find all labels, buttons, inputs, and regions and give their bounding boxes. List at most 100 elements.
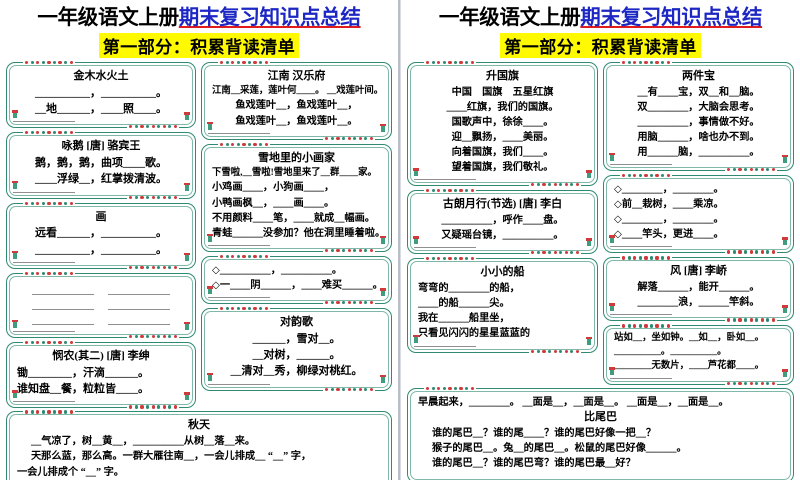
card-line: 不用颜料____笔，____就成__幅画。: [212, 212, 375, 224]
card-blank-practice[interactable]: [6, 271, 196, 339]
card-xuedilide-xiaohuajia[interactable]: 雪地里的小画家 下雪啦,__雪啦!雪地里来了__群____家。 小鸡画____，…: [201, 142, 392, 253]
card-line: ◇前__栽树，____乘凉。: [614, 199, 724, 211]
dot-decor-top-left: [218, 254, 270, 259]
card-shengguoqi[interactable]: 升国旗 中国 国旗 五星红旗 ____红旗，我们的国旗。 国歌声中，徐徐____…: [407, 60, 598, 188]
card-line: 双________，大脑会思考。: [637, 101, 760, 113]
gift-icon: [184, 321, 190, 332]
dot-decor-top-left: [424, 257, 476, 262]
card-jiangnan[interactable]: 江南 汉乐府 江南__采莲，莲叶何____。 __戏莲叶间。 鱼戏莲叶__，鱼戏…: [201, 60, 392, 141]
dot-decor-top-left: [620, 60, 672, 65]
gift-icon: [207, 286, 270, 298]
blank-line[interactable]: [32, 315, 94, 325]
card-zhanru-practice[interactable]: 站如__，坐如钟。__如__，卧如__。 __________。________…: [603, 324, 794, 387]
card-line: 迎__飘扬，____美丽。: [451, 131, 554, 143]
card-biweiba[interactable]: 早晨起来，________。 __面是__，__面是__。 __面是__，__面…: [407, 387, 794, 480]
card-line: ____浮绿__，红掌拨清波。: [35, 173, 167, 186]
right-page-columns: 升国旗 中国 国旗 五星红旗 ____红旗，我们的国旗。 国歌声中，徐徐____…: [407, 60, 794, 387]
blank-line[interactable]: [108, 315, 170, 325]
card-title: 雪地里的小画家: [258, 151, 335, 164]
card-line: ◇__________，__________。: [212, 264, 343, 276]
gift-icon: [380, 235, 386, 246]
dot-decor-bottom-right: [127, 405, 179, 410]
gift-icon: [782, 369, 788, 379]
card-duiyunge[interactable]: 对韵歌 ______，雪对__。 __对树，______。 __清对__秀，柳绿…: [201, 307, 392, 392]
dot-decor-top-left: [620, 324, 672, 329]
blank-line[interactable]: [108, 285, 170, 295]
gift-icon: [782, 305, 788, 315]
gift-icon: [413, 168, 476, 181]
dot-decor-top-left: [424, 189, 476, 194]
dot-decor-top-left: [424, 387, 476, 392]
blank-line-row[interactable]: [17, 297, 185, 312]
card-title: 风 [唐] 李峤: [670, 265, 727, 278]
dot-decor-top-left: [23, 131, 75, 136]
dot-decor-top-left: [23, 60, 75, 65]
card-yonge[interactable]: 咏鹅 [唐] 骆宾王 鹅，鹅，鹅，曲项____歌。 ____浮绿__，红掌拨清波…: [6, 131, 196, 200]
card-line: 鱼戏莲叶__，鱼戏莲叶__，: [235, 100, 358, 112]
card-title: 比尾巴: [584, 411, 617, 424]
card-line: ____的船______尖。: [418, 298, 510, 310]
dot-decor-bottom-right: [323, 136, 375, 141]
dot-decor-bottom-right: [529, 251, 581, 256]
card-line: 远看______，__________。: [35, 227, 167, 240]
card-qiutian[interactable]: 秋天 __气凉了，树__黄__，__________从树__落__来。 天那么蓝…: [6, 410, 392, 480]
card-line: 下雪啦,__雪啦!雪地里来了__群____家。: [212, 167, 377, 178]
card-diamond-practice-2[interactable]: ◇________，________。 ◇前__栽树，____乘凉。 ◇____…: [603, 173, 794, 255]
page-title-right: 一年级语文上册期末复习知识点总结: [407, 7, 794, 31]
card-title: 小小的船: [480, 266, 525, 279]
card-title: 金木水火土: [73, 69, 129, 82]
card-gulangyuexing[interactable]: 古朗月行(节选) [唐] 李白 __________，呼作____盘。 又疑瑶台…: [407, 189, 598, 256]
dot-decor-top-left: [620, 173, 672, 178]
card-line: 望着国旗，我们敬礼。: [451, 161, 554, 173]
card-line: __气凉了，树__黄__，__________从树__落__来。: [31, 436, 256, 448]
dot-decor-bottom-right: [127, 334, 179, 339]
gift-icon: [12, 390, 75, 403]
card-jinmushuihuotu[interactable]: 金木水火土 __________，__________。 __地______，_…: [6, 60, 196, 130]
gift-icon: [207, 121, 270, 134]
card-line: 谁的尾巴__？谁的尾____？谁的尾巴好像一把__？: [432, 428, 657, 440]
card-line: __对树，______。: [252, 349, 341, 362]
card-diamond-practice[interactable]: ◇__________，__________。 ◇一____阴______，__…: [201, 254, 392, 305]
page-subtitle-right: 第一部分：积累背读清单: [500, 32, 701, 58]
card-title: 升国旗: [486, 69, 519, 82]
gift-icon: [12, 319, 75, 332]
card-line: __有____宝，双__和__脑。: [637, 86, 760, 98]
card-xiaoxiaode-chuan[interactable]: 小小的船 弯弯的________的船， ____的船______尖。 我在___…: [407, 257, 598, 354]
right-col-2: 两件宝 __有____宝，双__和__脑。 双________，大脑会思考。 _…: [603, 60, 794, 387]
gift-icon: [782, 154, 788, 165]
card-line-pre: 早晨起来，________。 __面是__，__面是__。 __面是__，__面…: [418, 397, 729, 409]
blank-line-row[interactable]: [17, 280, 185, 297]
blank-line[interactable]: [32, 285, 94, 295]
card-hua[interactable]: 画 远看______，__________。 __________，______…: [6, 201, 196, 270]
card-minnong[interactable]: 悯农(其二) [唐] 李绅 锄________，汗滴______。 谁知盘__餐…: [6, 340, 196, 410]
card-line: 国歌声中，徐徐____。: [451, 116, 554, 128]
gift-icon: [207, 233, 270, 246]
blank-line-row[interactable]: [17, 312, 185, 327]
gift-icon: [12, 250, 75, 263]
gift-icon: [413, 334, 476, 347]
card-line: 小鸡画____，小狗画____，: [212, 182, 335, 194]
card-liangjianbao[interactable]: 两件宝 __有____宝，双__和__脑。 双________，大脑会思考。 _…: [603, 60, 794, 172]
card-title: 江南 汉乐府: [267, 69, 326, 82]
card-line: 弯弯的________的船，: [418, 283, 520, 295]
card-title: 对韵歌: [280, 316, 313, 328]
blank-line[interactable]: [32, 300, 94, 310]
gift-icon: [609, 152, 672, 165]
card-line: __________，呼作____盘。: [441, 215, 564, 226]
blank-line[interactable]: [108, 300, 170, 310]
card-line: 锄________，汗滴______。: [17, 366, 149, 379]
card-feng[interactable]: 风 [唐] 李峤 解落______，能开______。 ________浪，__…: [603, 256, 794, 323]
title-highlight-left: 期末复习知识点总结: [178, 7, 361, 29]
gift-icon: [184, 392, 190, 402]
gift-icon: [586, 170, 592, 180]
gift-icon: [586, 238, 592, 248]
card-line: 只看见闪闪的星星蓝蓝的: [418, 328, 531, 340]
card-line: 用脑______，啥也办不到。: [637, 131, 760, 143]
card-line: __________，事情做不好。: [637, 116, 760, 128]
card-line: 向着国旗，我们____。: [451, 146, 554, 158]
gift-icon: [12, 180, 75, 193]
dot-decor-top-left: [424, 60, 476, 65]
card-line: 小鸭画枫__，____画____。: [212, 197, 335, 209]
card-line: ◇________，________。: [614, 214, 724, 226]
